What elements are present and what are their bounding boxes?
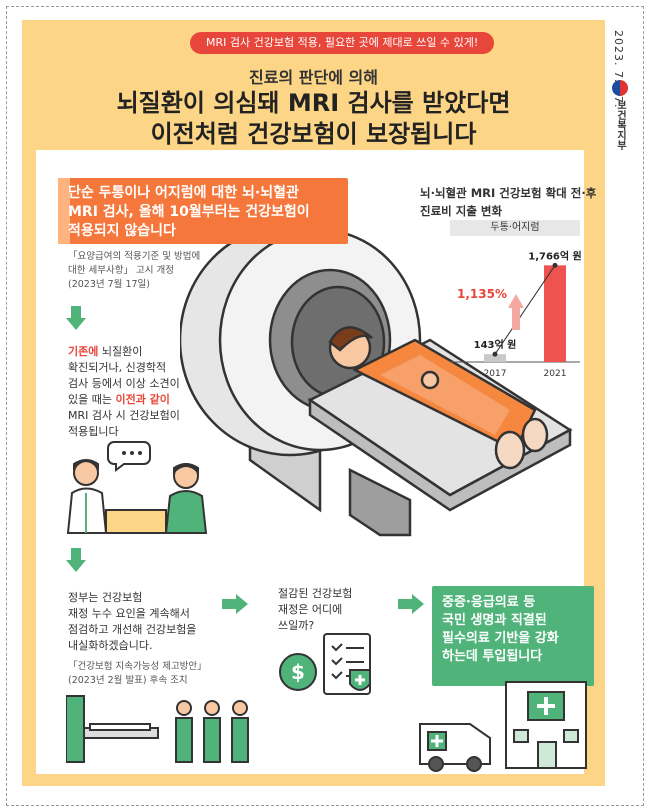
callout-line-3: 적용되지 않습니다: [68, 223, 176, 239]
callout-line-2: MRI 검사, 올해 10월부터는 건강보험이: [68, 204, 310, 220]
svg-text:$: $: [291, 660, 305, 684]
chart-point-0: [492, 351, 498, 357]
arrow-down-icon-2: [66, 548, 86, 572]
essential-line-1: 중증·응급의료 등: [442, 595, 536, 610]
queue-people-icon: [175, 700, 249, 763]
doctor-icon: [66, 459, 108, 534]
people-queue-illustration: [66, 695, 249, 763]
chart-annotation: 1,135%: [457, 287, 507, 301]
top-badge: MRI 검사 건강보험 적용, 필요한 곳에 제대로 쓰일 수 있게!: [190, 32, 495, 54]
existing-red-4: 이전과 같이: [115, 393, 170, 406]
callout-essential-care: 중증·응급의료 등 국민 생명과 직결된 필수의료 기반을 강화 하는데 투입됩…: [432, 586, 594, 686]
lying-patient-icon: [89, 723, 151, 731]
essential-line-2: 국민 생명과 직결된: [442, 613, 547, 628]
existing-line-1: 기존에 뇌질환이: [68, 344, 180, 360]
mri-machine-illustration: [180, 223, 573, 537]
callout-line-1: 단순 두통이나 어지럼에 대한 뇌·뇌혈관: [68, 185, 299, 201]
arrow-right-icon: [222, 594, 248, 614]
chart-subtitle: 두통·어지럼: [450, 220, 580, 236]
existing-red-1: 기존에: [68, 345, 99, 358]
essential-line-4: 하는데 투입됩니다: [442, 649, 543, 664]
patient-consult-icon: [164, 463, 208, 534]
existing-coverage-text: 기존에 뇌질환이 확진되거나, 신경학적 검사 등에서 이상 소견이 있을 때는…: [68, 344, 180, 440]
page-frame: [6, 6, 644, 806]
chart-value-label-2021: 1,766억 원: [528, 249, 582, 262]
clipboard-coin-illustration: $: [279, 633, 371, 695]
ministry-logo-icon: [612, 80, 628, 96]
government-note: 「건강보험 지속가능성 제고방안」 (2023년 2월 발표) 후속 조치: [68, 660, 207, 688]
ministry-name: 보건복지부: [614, 100, 626, 150]
chart-increase-arrow-icon: [508, 294, 524, 330]
callout-not-covered: 단순 두통이나 어지럼에 대한 뇌·뇌혈관 MRI 검사, 올해 10월부터는 …: [58, 178, 348, 244]
gov-note-1: 「건강보험 지속가능성 제고방안」: [68, 661, 207, 672]
notice-line-1: 「요양급여의 적용기준 및 방법에: [68, 251, 201, 262]
arrow-right-icon-2: [398, 594, 424, 614]
chart-xtick-2017: 2017: [484, 369, 507, 379]
dollar-coin-icon: [279, 653, 317, 691]
notice-line-3: (2023년 7월 17일): [68, 279, 150, 290]
chart-point-1: [552, 262, 558, 268]
existing-start-4: 있을 때는: [68, 393, 116, 406]
ministry-mark: 보건복지부: [610, 80, 630, 150]
expenditure-chart: 2017 143억 원 2021 1,766억 원 1,135%: [450, 249, 582, 379]
gov-line-1: 정부는 건강보험: [68, 591, 143, 604]
chart-bar-2017: [484, 354, 506, 362]
savings-question: 절감된 건강보험 재정은 어디에 쓰일까?: [278, 586, 352, 634]
chart-trend-line: [494, 265, 556, 355]
savings-line-3: 쓰일까?: [278, 619, 315, 632]
arrow-down-icon: [66, 306, 86, 330]
existing-line-5: MRI 검사 시 건강보험이: [68, 409, 180, 422]
gov-line-3: 점검하고 개선해 건강보험을: [68, 623, 197, 636]
essential-line-3: 필수의료 기반을 강화: [442, 631, 559, 646]
existing-line-3: 검사 등에서 이상 소견이: [68, 377, 180, 390]
gov-note-2: (2023년 2월 발표) 후속 조치: [68, 675, 188, 686]
chart-bar-2021: [544, 265, 566, 362]
ambulance-icon: [419, 723, 491, 772]
header-subtitle: 진료의 판단에 의해: [249, 68, 378, 87]
speech-bubble-icon: [107, 441, 151, 472]
page-title: 뇌질환이 의심돼 MRI 검사를 받았다면 이전처럼 건강보험이 보장됩니다: [22, 88, 605, 150]
existing-rest-1: 뇌질환이: [98, 345, 143, 358]
hospital-illustration: [419, 681, 587, 772]
existing-line-6: 적용됩니다: [68, 425, 119, 438]
gov-line-4: 내실화하겠습니다.: [68, 639, 153, 652]
existing-line-4: 있을 때는 이전과 같이: [68, 392, 180, 408]
title-line-2: 이전처럼 건강보험이 보장됩니다: [150, 120, 477, 148]
patient-icon: [328, 326, 549, 470]
consultation-illustration: [66, 441, 208, 534]
notice-line-2: 대한 세부사항」 고시 개정: [68, 265, 174, 276]
savings-line-2: 재정은 어디에: [278, 603, 343, 616]
existing-line-2: 확진되거나, 신경학적: [68, 361, 167, 374]
savings-line-1: 절감된 건강보험: [278, 587, 353, 600]
title-line-1: 뇌질환이 의심돼 MRI 검사를 받았다면: [116, 89, 511, 117]
chart-value-label-2017: 143억 원: [474, 338, 517, 351]
notice-reference: 「요양급여의 적용기준 및 방법에 대한 세부사항」 고시 개정 (2023년 …: [68, 250, 200, 292]
mri-small-icon: [66, 695, 85, 763]
government-text: 정부는 건강보험 재정 누수 요인을 계속해서 점검하고 개선해 건강보험을 내…: [68, 590, 196, 654]
chart-title: 뇌·뇌혈관 MRI 건강보험 확대 전·후 진료비 지출 변화: [420, 186, 597, 218]
chart-xtick-2021: 2021: [544, 369, 567, 379]
gov-line-2: 재정 누수 요인을 계속해서: [68, 607, 190, 620]
